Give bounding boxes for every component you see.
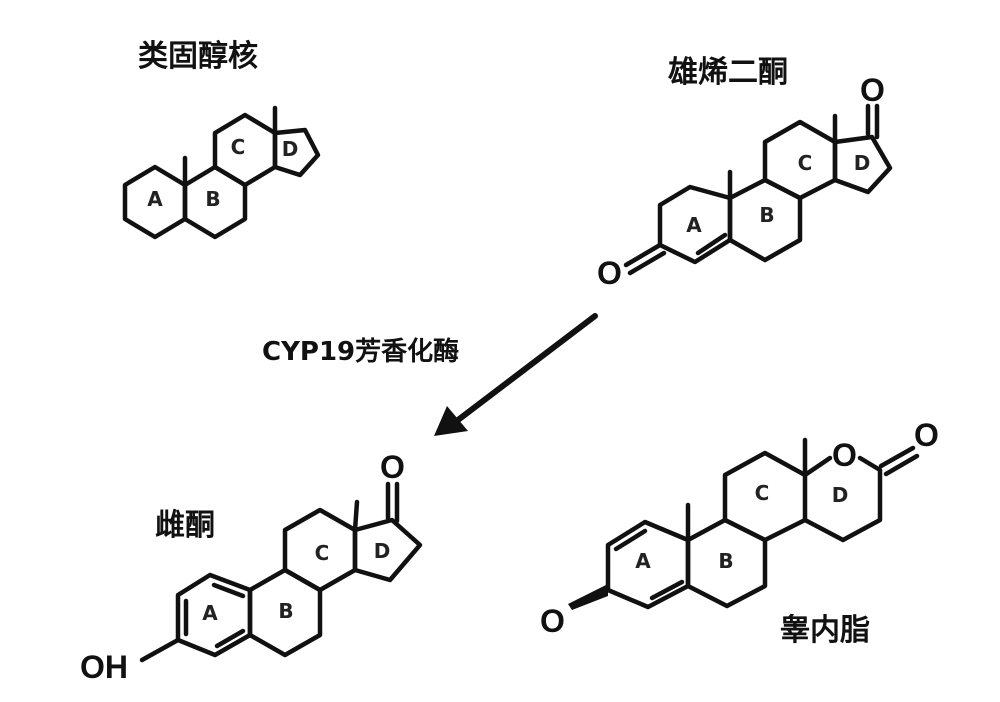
testolactone-title: 睾内脂 xyxy=(780,613,870,648)
ring-a-double-bond xyxy=(613,528,648,552)
ring-a-double-bond xyxy=(695,232,728,256)
lactone-carbonyl-bond xyxy=(883,453,920,477)
ring-label-c: C xyxy=(798,151,813,175)
steroid-nucleus-structure: 类固醇核 A B C D xyxy=(122,39,321,240)
aromatase-reaction-arrow: CYP19芳香化酶 xyxy=(262,313,598,436)
ring-label-b: B xyxy=(718,549,733,573)
ring-label-d: D xyxy=(282,137,299,161)
steroid-nucleus-title: 类固醇核 xyxy=(138,39,258,74)
ring-label-b: B xyxy=(759,203,774,227)
carbonyl-bond-3 xyxy=(623,242,663,268)
oxygen-17: O xyxy=(380,449,405,485)
androstenedione-structure: 雄烯二酮 O O A B C D xyxy=(597,55,893,291)
estrone-structure: 雌酮 O OH A B C D xyxy=(80,449,423,685)
ring-d-bonds xyxy=(352,517,423,583)
ring-label-b: B xyxy=(205,187,220,211)
ring-label-a: A xyxy=(686,213,702,237)
ring-d-lactone-bonds xyxy=(802,455,833,478)
carbonyl-bond-3 xyxy=(627,250,667,276)
ring-label-a: A xyxy=(147,187,163,211)
arrow-shaft xyxy=(455,313,598,423)
estrone-title: 雌酮 xyxy=(155,508,215,543)
ring-label-d: D xyxy=(854,151,871,175)
arrow-head xyxy=(434,406,468,436)
ring-label-c: C xyxy=(315,541,330,565)
ring-d-lactone-bonds xyxy=(802,455,883,543)
androstenedione-title: 雄烯二酮 xyxy=(668,55,788,90)
ring-label-a: A xyxy=(635,549,651,573)
hydroxyl-group: OH xyxy=(80,649,128,685)
lactone-carbonyl-bond xyxy=(878,445,916,469)
ring-label-c: C xyxy=(755,481,770,505)
ring-label-a: A xyxy=(202,601,218,625)
lactone-carbonyl-oxygen: O xyxy=(914,417,939,453)
hydroxyl-bond-3 xyxy=(139,637,181,663)
ring-d-bonds xyxy=(832,134,893,195)
testolactone-structure: 睾内脂 O O O A B C D xyxy=(540,417,939,648)
oxygen-17: O xyxy=(860,72,885,108)
methyl-bond-18 xyxy=(352,499,360,533)
ring-a-aromatic-bond xyxy=(211,582,246,599)
enzyme-label: CYP19芳香化酶 xyxy=(262,337,459,367)
lactone-ring-oxygen: O xyxy=(832,437,857,473)
wedge-bond-3 xyxy=(568,584,608,610)
ring-d-bonds xyxy=(272,127,321,178)
ring-label-d: D xyxy=(832,483,849,507)
oxygen-3: O xyxy=(540,603,565,639)
ring-label-c: C xyxy=(231,135,246,159)
ring-a-double-bond xyxy=(649,579,685,601)
oxygen-3: O xyxy=(597,255,622,291)
ring-a-aromatic-bond xyxy=(214,628,246,649)
ring-label-b: B xyxy=(278,599,293,623)
ring-label-d: D xyxy=(374,539,391,563)
